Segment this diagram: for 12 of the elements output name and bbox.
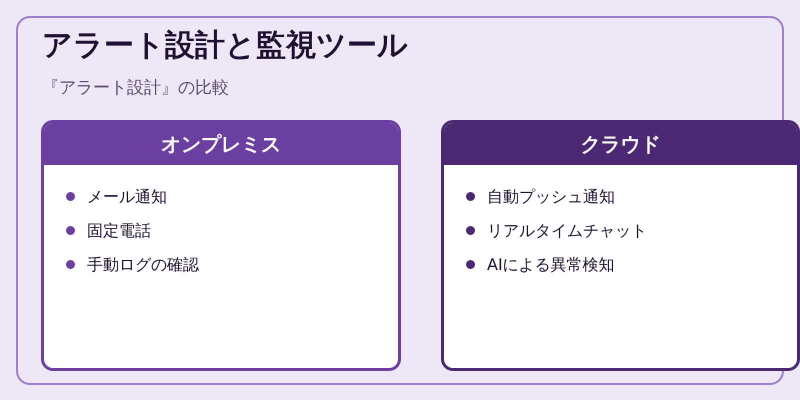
list-item: 固定電話 [87, 220, 151, 242]
list-item: AIによる異常検知 [487, 254, 615, 276]
card-header: クラウド [444, 123, 797, 165]
comparison-card [41, 120, 401, 371]
title: アラート設計と監視ツール [42, 27, 408, 65]
list-item: リアルタイムチャット [487, 220, 647, 242]
card-header: オンプレミス [44, 123, 398, 165]
list-item: 自動プッシュ通知 [487, 186, 615, 208]
subtitle: 『アラート設計』の比較 [42, 77, 229, 100]
list-item: 手動ログの確認 [87, 254, 199, 276]
comparison-card [441, 120, 800, 371]
list-item: メール通知 [87, 186, 167, 208]
